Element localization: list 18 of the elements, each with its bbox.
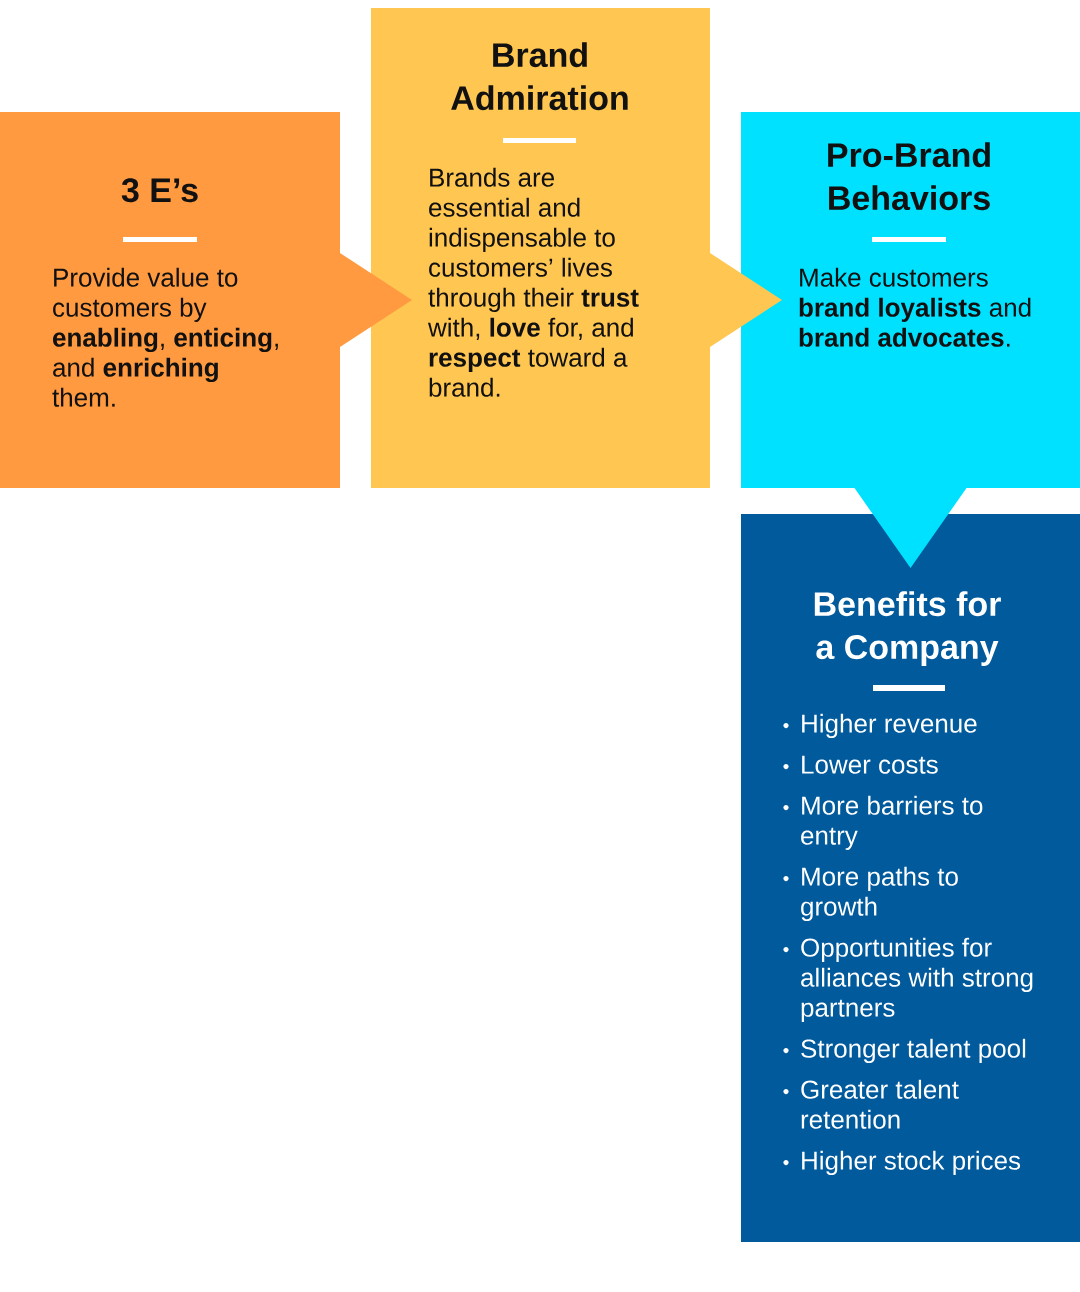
- arrow: [710, 253, 782, 347]
- list-item: Higher revenue: [802, 713, 977, 738]
- list-item: More paths to growth: [801, 866, 958, 921]
- arrow: [854, 488, 967, 568]
- body-text: Make customers brand loyalists and brand advocates.: [799, 267, 1031, 347]
- list-item: Lower costs: [802, 755, 938, 774]
- body-text: Provide value to customers by enabling, enticing, and enriching them.: [52, 267, 278, 407]
- heading: Benefits for a Company: [814, 591, 1001, 666]
- list-item: Greater talent retention: [801, 1079, 959, 1129]
- heading: Brand Admiration: [451, 42, 628, 111]
- list-item: Stronger talent pool: [801, 1038, 1026, 1063]
- heading: 3 E’s: [121, 178, 198, 203]
- body-text: Brands are essential and indispensable to customers’ lives through their trust with, love for, and respect toward a brand.: [427, 167, 639, 397]
- list-item: Opportunities for alliances with strong partners: [801, 937, 1033, 1022]
- heading: Pro-Brand Behaviors: [828, 142, 990, 211]
- arrow: [340, 253, 412, 347]
- list-item: Higher stock prices: [802, 1150, 1021, 1175]
- list-item: More barriers to entry: [801, 795, 983, 850]
